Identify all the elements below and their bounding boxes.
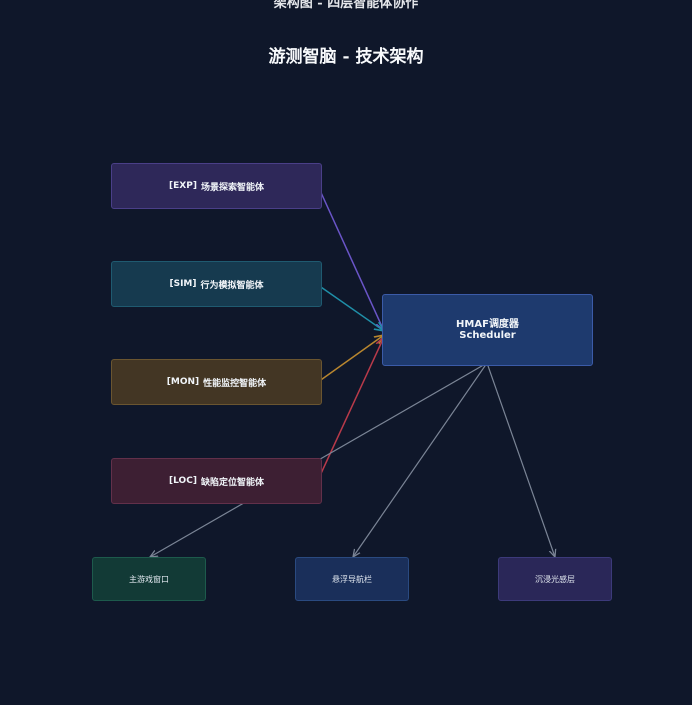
- agent-tag: [MON]: [166, 377, 200, 387]
- agent-node-sim: [SIM]行为模拟智能体: [111, 261, 322, 307]
- agent-tag: [EXP]: [169, 181, 197, 191]
- agent-name: 场景探索智能体: [200, 182, 264, 193]
- output-node-main-window: 主游戏窗口: [92, 557, 206, 601]
- edge-mon-to-scheduler: [317, 335, 384, 383]
- agent-name: 行为模拟智能体: [200, 280, 264, 291]
- output-node-immersive-layer: 沉浸光感层: [498, 557, 612, 601]
- agent-tag: [LOC]: [169, 476, 197, 486]
- output-label: 悬浮导航栏: [332, 574, 372, 584]
- output-label: 沉浸光感层: [535, 574, 575, 584]
- edge-sim-to-scheduler: [317, 284, 384, 331]
- agent-node-exp: [EXP]场景探索智能体: [111, 163, 322, 209]
- diagram-title: 游测智脑 - 技术架构: [268, 47, 424, 67]
- edge-loc-to-scheduler: [317, 337, 384, 481]
- edge-scheduler-to-immersive-layer: [486, 362, 555, 557]
- edge-exp-to-scheduler: [317, 185, 384, 331]
- agent-node-mon: [MON]性能监控智能体: [111, 359, 322, 405]
- scheduler-title: HMAF调度器: [456, 319, 519, 330]
- cut-off-heading: 架构图 - 四层智能体协作: [273, 0, 419, 11]
- agent-node-loc: [LOC]缺陷定位智能体: [111, 458, 322, 504]
- edge-scheduler-to-floating-nav: [353, 362, 488, 557]
- scheduler-subtitle: Scheduler: [459, 330, 516, 341]
- output-node-floating-nav: 悬浮导航栏: [295, 557, 409, 601]
- scheduler-node: HMAF调度器 Scheduler: [382, 294, 593, 366]
- agent-name: 缺陷定位智能体: [200, 477, 264, 488]
- output-label: 主游戏窗口: [129, 574, 169, 584]
- agent-tag: [SIM]: [169, 279, 197, 289]
- agent-name: 性能监控智能体: [203, 378, 267, 389]
